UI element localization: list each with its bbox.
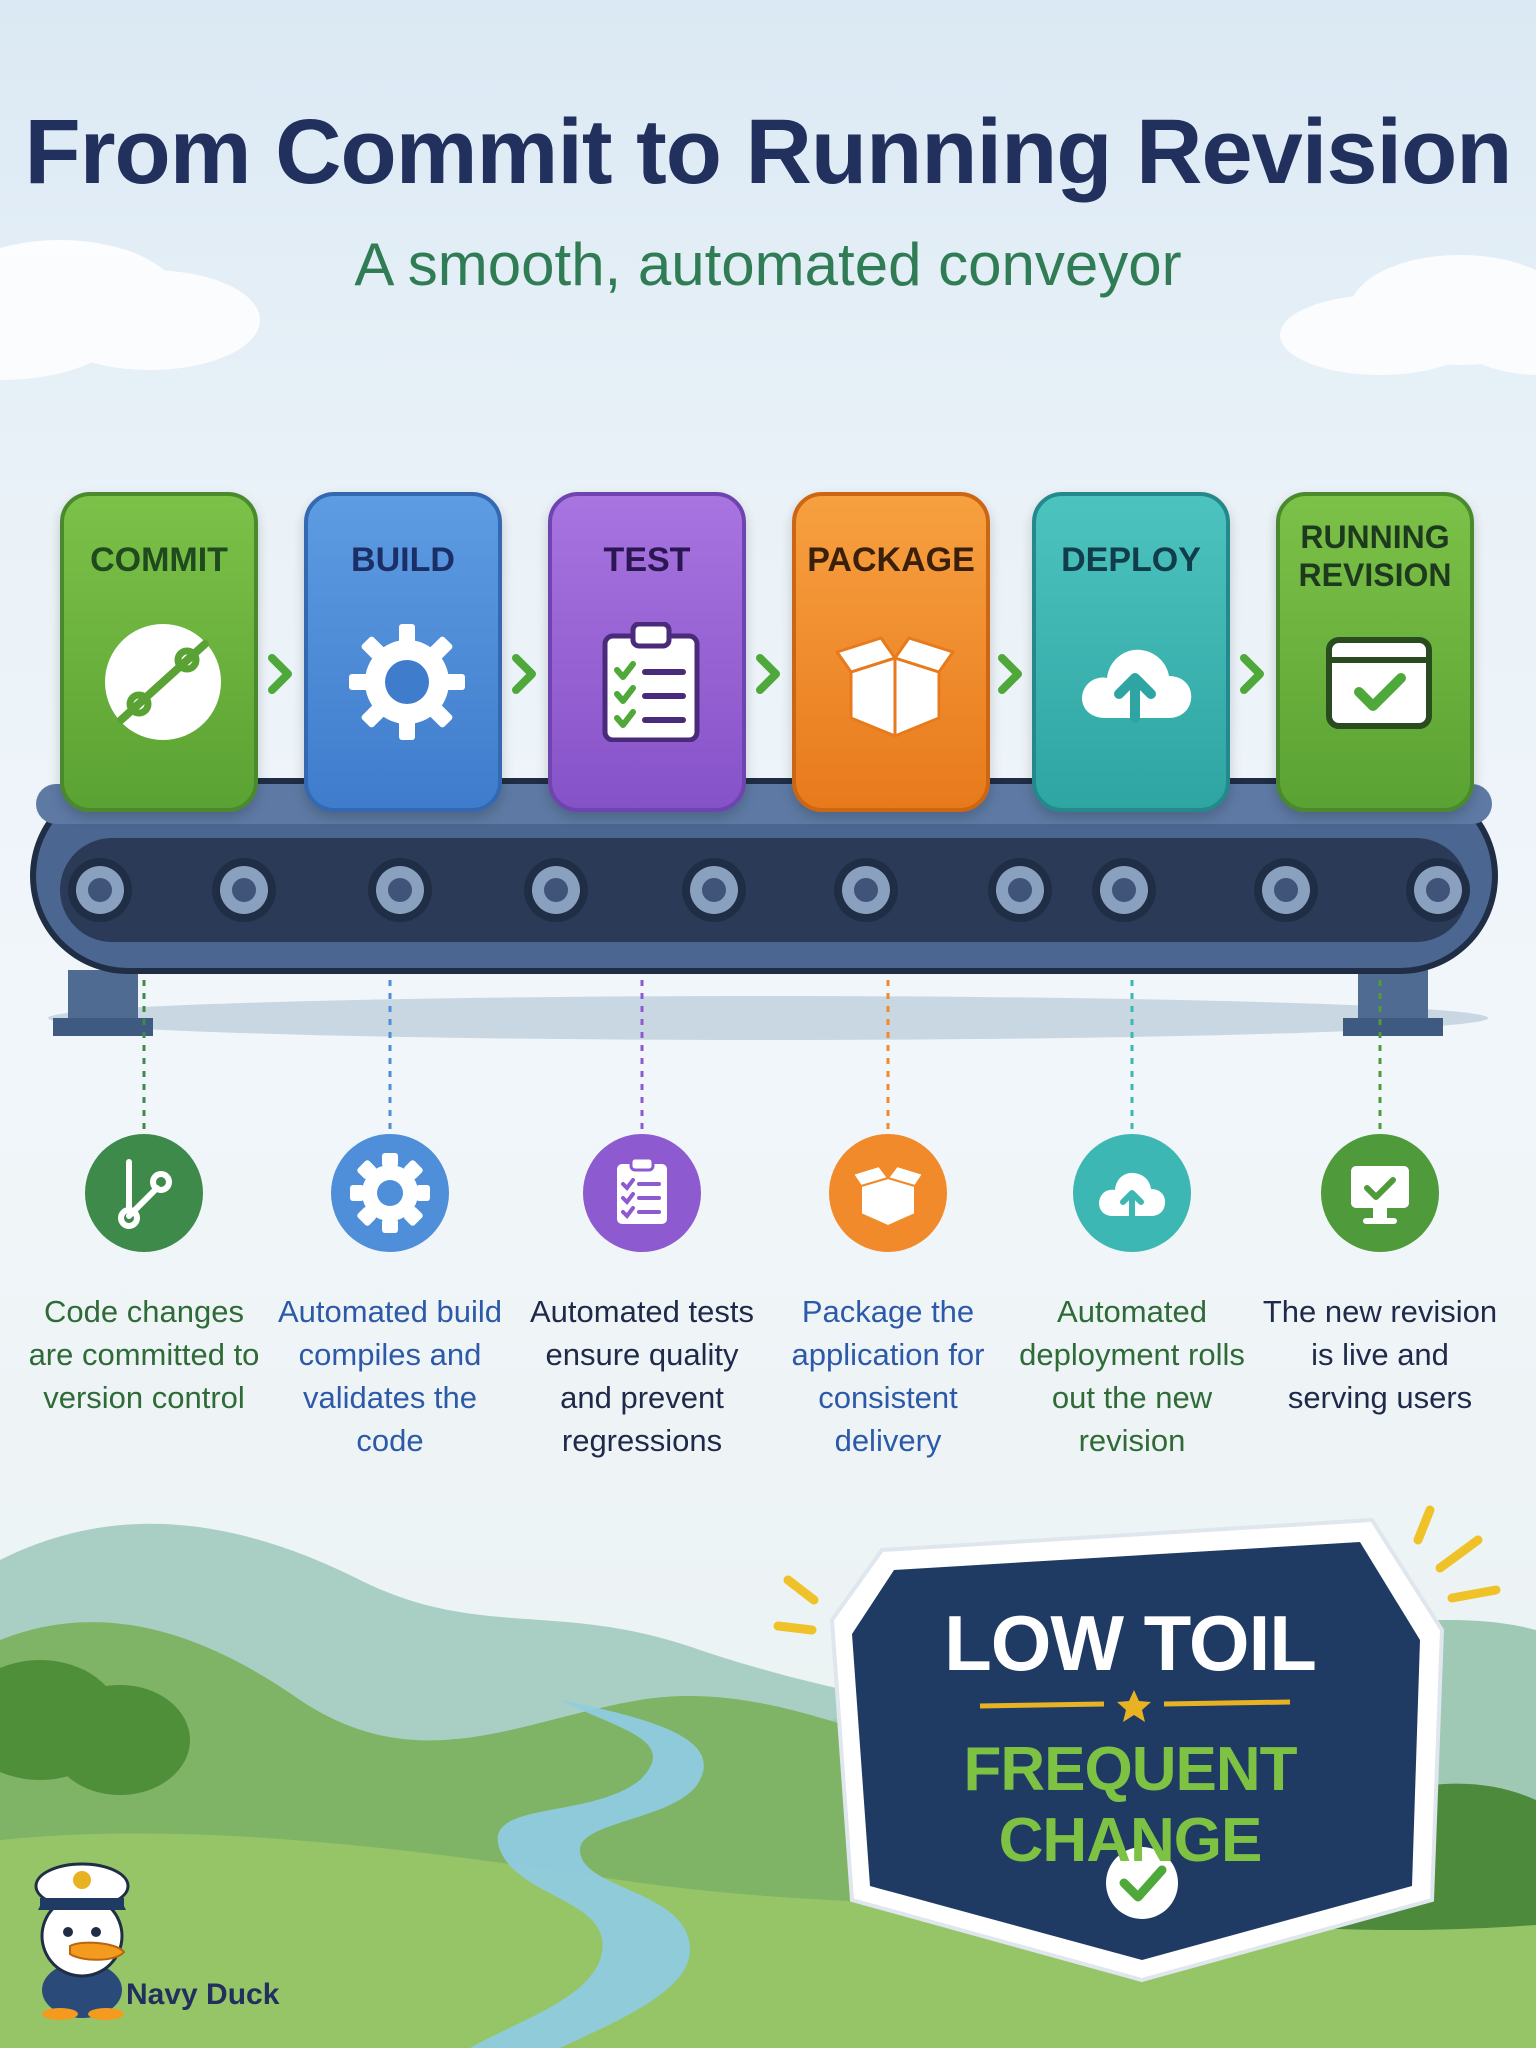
stage-card-running-revision: RUNNING REVISION <box>1276 492 1474 812</box>
stage-label: RUNNING REVISION <box>1298 519 1452 593</box>
chevron-right-icon <box>1240 654 1264 694</box>
badge-line-frequent-change: FREQUENT CHANGE <box>963 1735 1298 1875</box>
stage-connectors <box>142 980 1382 1130</box>
stage-description-package: Package the application for consistent d… <box>791 1294 985 1458</box>
cloud-upload-icon <box>1081 649 1192 723</box>
deploy-circle-icon <box>1073 1134 1191 1252</box>
stage-label: PACKAGE <box>807 541 975 579</box>
stage-card-package: PACKAGE <box>792 492 990 812</box>
test-circle-icon <box>583 1134 701 1252</box>
running-revision-circle-icon <box>1321 1134 1439 1252</box>
low-toil-badge <box>829 1517 1445 1983</box>
stage-card-commit: COMMIT <box>60 492 258 812</box>
stage-card-deploy: DEPLOY <box>1032 492 1230 812</box>
stage-description-deploy: Automated deployment rolls out the new r… <box>1019 1294 1245 1458</box>
stage-description-test: Automated tests ensure quality and preve… <box>529 1294 754 1458</box>
stage-label: TEST <box>603 541 691 579</box>
build-circle-icon <box>331 1134 449 1252</box>
stage-label: BUILD <box>351 541 455 579</box>
star-icon <box>1117 1690 1151 1722</box>
clipboard-checklist-icon <box>602 622 700 742</box>
stage-description-build: Automated build compiles and validates t… <box>277 1294 503 1458</box>
gear-icon <box>349 624 465 740</box>
page-title: From Commit to Running Revision <box>24 101 1513 203</box>
commit-circle-icon <box>85 1134 203 1252</box>
stage-description-commit: Code changes are committed to version co… <box>28 1294 260 1415</box>
git-branch-icon <box>105 624 221 740</box>
chevron-right-icon <box>998 654 1022 694</box>
page-subtitle: A smooth, automated conveyor <box>354 231 1182 298</box>
chevron-right-icon <box>268 654 292 694</box>
browser-check-icon <box>1326 637 1432 729</box>
chevron-right-icon <box>512 654 536 694</box>
box-icon <box>835 636 955 738</box>
stage-card-test: TEST <box>548 492 746 812</box>
chevron-right-icon <box>756 654 780 694</box>
brand-name: Navy Duck <box>126 1978 280 2011</box>
check-circle-icon <box>1106 1847 1178 1919</box>
navy-duck-mascot <box>34 1862 130 2020</box>
stage-label: DEPLOY <box>1061 541 1201 579</box>
badge-line-low-toil: LOW TOIL <box>944 1599 1317 1687</box>
conveyor-belt <box>30 778 1498 1040</box>
stage-label: COMMIT <box>90 541 228 579</box>
bushes <box>0 1660 190 1795</box>
clouds <box>0 240 1536 380</box>
conveyor-rollers <box>68 858 1470 922</box>
badge-sparkles <box>773 1505 1501 1635</box>
package-circle-icon <box>829 1134 947 1252</box>
stage-card-build: BUILD <box>304 492 502 812</box>
stage-description-running-revision: The new revision is live and serving use… <box>1262 1294 1498 1415</box>
